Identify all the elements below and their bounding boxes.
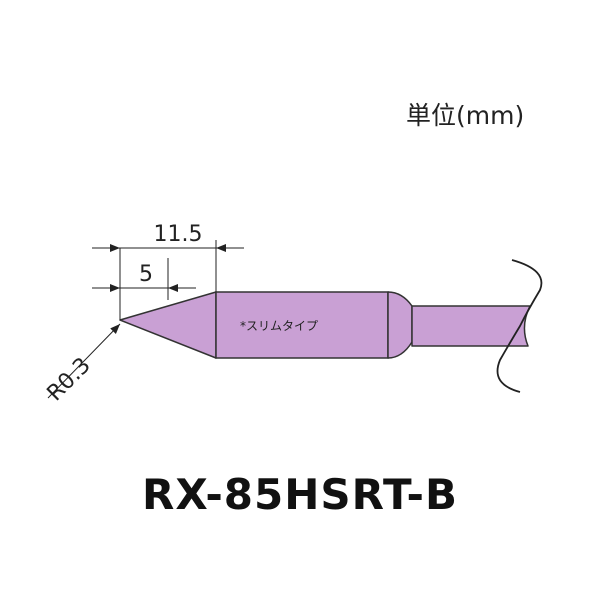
tip-cone [119, 291, 217, 359]
tip-shoulder [387, 291, 413, 359]
radius-label: R0.3 [43, 353, 96, 406]
unit-label: 単位(mm) [406, 101, 525, 130]
tip-note: *スリムタイプ [240, 319, 318, 333]
radius-leader [47, 323, 121, 399]
tip-barrel [215, 291, 389, 359]
break-line [496, 259, 543, 393]
dimension-taper-label: 5 [139, 262, 153, 287]
model-name: RX-85HSRT-B [142, 470, 458, 519]
dimension-overall-label: 11.5 [154, 222, 203, 247]
